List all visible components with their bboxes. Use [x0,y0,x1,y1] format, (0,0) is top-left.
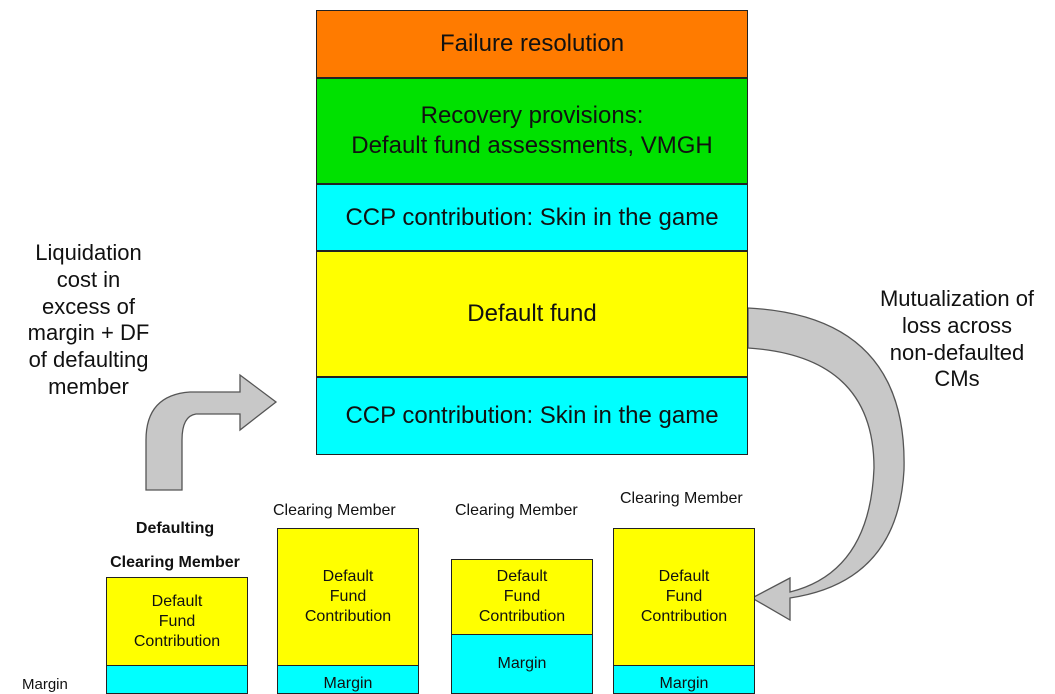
right-curved-arrow [747,307,905,622]
defaulting-member-title: Defaulting Clearing Member [70,512,280,580]
note-line: loss across [901,312,1013,338]
cm2-margin: Margin [451,634,593,694]
ccp-top-text: CCP contribution: Skin in the game [345,203,719,231]
df-line: Fund [503,588,541,605]
layer-failure-resolution: Failure resolution [316,10,748,78]
cm1-label: Clearing Member [273,502,396,519]
layer-ccp-contribution-top: CCP contribution: Skin in the game [316,184,748,251]
cm2-df-contribution: Default Fund Contribution [451,559,593,635]
defaulting-margin [106,665,248,694]
margin-text: Margin [497,655,547,672]
cm1-df-contribution: Default Fund Contribution [277,528,419,666]
layer-default-fund: Default fund [316,251,748,377]
recovery-line2: Default fund assessments, VMGH [351,132,713,159]
note-line: excess of [42,293,135,319]
cm2-label: Clearing Member [455,502,578,519]
margin-text: Margin [659,674,709,692]
df-line: Default [496,568,548,585]
df-line: Contribution [133,632,221,650]
note-line: member [48,374,129,400]
note-line: margin + DF [27,320,150,346]
recovery-line1: Recovery provisions: [420,102,644,129]
title-line: Defaulting [135,520,215,537]
defaulting-df-contribution: Default Fund Contribution [106,577,248,666]
ccp-bottom-text: CCP contribution: Skin in the game [345,402,719,429]
failure-resolution-text: Failure resolution [439,30,625,57]
liquidation-cost-note: Liquidation cost in excess of margin + D… [6,240,171,401]
note-line: Liquidation [35,240,142,265]
left-curved-arrow [145,373,278,491]
df-line: Fund [158,612,196,630]
df-line: Default [322,568,374,585]
title-line: Clearing Member [110,554,240,571]
df-line: Contribution [640,608,728,625]
df-line: Fund [329,588,367,605]
note-line: cost in [56,266,121,292]
note-line: Mutualization of [879,286,1035,311]
layer-recovery-provisions: Recovery provisions: Default fund assess… [316,78,748,184]
mutualization-note: Mutualization of loss across non-default… [862,286,1052,393]
cm3-label: Clearing Member [620,490,743,507]
note-line: of defaulting [28,347,149,373]
df-line: Default [151,592,203,610]
df-line: Contribution [304,608,392,625]
defaulting-margin-label: Margin [22,676,68,693]
default-fund-text: Default fund [467,300,597,327]
cm3-df-contribution: Default Fund Contribution [613,528,755,666]
margin-text: Margin [323,674,373,692]
df-line: Contribution [478,608,566,625]
note-line: CMs [934,366,980,392]
cm3-margin: Margin [613,665,755,694]
note-line: non-defaulted [889,339,1025,365]
cm1-margin: Margin [277,665,419,694]
df-line: Default [658,568,710,585]
df-line: Fund [665,588,703,605]
layer-ccp-contribution-bottom: CCP contribution: Skin in the game [316,377,748,455]
